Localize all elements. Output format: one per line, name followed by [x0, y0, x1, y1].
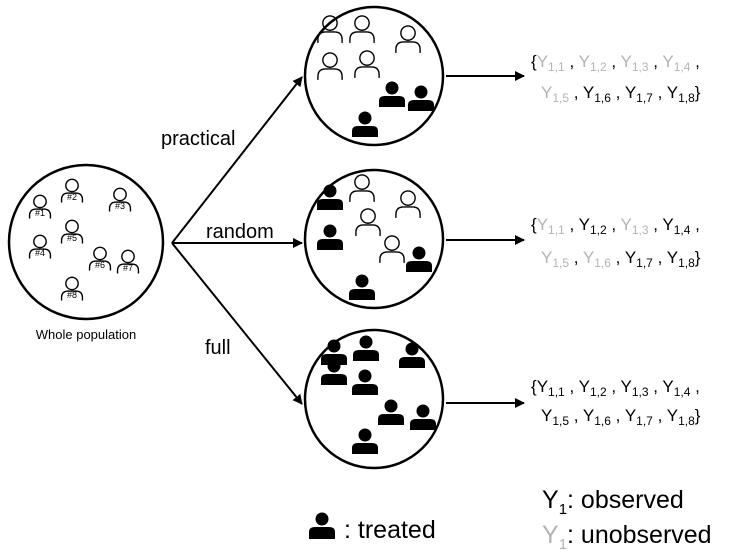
- scenario-full: [303, 328, 445, 470]
- person-filled-icon: [352, 428, 378, 454]
- person-outline-icon: [108, 187, 132, 212]
- person-tag: #7: [123, 263, 133, 273]
- person-tag: #3: [115, 201, 125, 211]
- legend: : treated Y1: observed Y1: unobserved: [309, 486, 712, 553]
- person-filled-icon: [317, 224, 343, 250]
- person-filled-icon: [321, 359, 347, 385]
- person-outline-icon: [395, 190, 421, 218]
- scenario-label-full: full: [205, 337, 231, 359]
- person-outline-icon: [317, 15, 343, 43]
- person-filled-icon: [399, 342, 425, 368]
- person-outline-icon: [60, 219, 84, 244]
- person-outline-icon: [354, 50, 380, 78]
- person-tag: #1: [35, 208, 45, 218]
- whole-population-people: #1 #2 #3 #4 #5 #6 #7 #8: [28, 178, 140, 301]
- person-filled-icon: [353, 335, 379, 361]
- person-outline-icon: [395, 25, 421, 53]
- whole-population-label: Whole population: [36, 327, 136, 342]
- branch-arrows: [171, 76, 303, 405]
- legend-observed: Y1: observed: [542, 486, 684, 518]
- arrow-full: [171, 242, 303, 405]
- outcome-line: {Y1,1 , Y1,2 , Y1,3 , Y1,4 ,: [531, 215, 700, 237]
- person-outline-icon: [60, 178, 84, 203]
- person-tag: #5: [67, 233, 77, 243]
- person-tag: #6: [95, 260, 105, 270]
- person-outline-icon: [116, 249, 140, 274]
- person-tag: #8: [67, 290, 77, 300]
- person-outline-icon: [317, 52, 343, 80]
- person-outline-icon: [28, 194, 52, 219]
- legend-treated-icon: [309, 512, 335, 539]
- outcome-line: Y1,5 , Y1,6 , Y1,7 , Y1,8}: [541, 83, 701, 105]
- person-filled-icon: [406, 246, 432, 272]
- person-filled-icon: [408, 85, 434, 111]
- person-outline-icon: [379, 235, 405, 263]
- scenario-label-practical: practical: [161, 128, 235, 150]
- person-outline-icon: [349, 15, 375, 43]
- person-filled-icon: [349, 274, 375, 300]
- whole-population-group: #1 #2 #3 #4 #5 #6 #7 #8 Whole population: [7, 163, 165, 342]
- person-filled-icon: [317, 184, 343, 210]
- scenario-circle-practical: [303, 5, 445, 147]
- scenario-random: [303, 168, 445, 310]
- outcome-line: Y1,5 , Y1,6 , Y1,7 , Y1,8}: [541, 406, 701, 428]
- person-tag: #2: [67, 192, 77, 202]
- person-outline-icon: [349, 174, 375, 202]
- scenario-circle-full: [303, 328, 445, 470]
- person-filled-icon: [410, 404, 436, 430]
- legend-unobserved: Y1: unobserved: [542, 521, 712, 553]
- person-filled-icon: [352, 369, 378, 395]
- legend-treated-label: : treated: [344, 516, 436, 544]
- outcome-arrows: [446, 71, 525, 408]
- person-filled-icon: [352, 111, 378, 137]
- person-outline-icon: [355, 208, 381, 236]
- person-outline-icon: [88, 246, 112, 271]
- person-filled-icon: [379, 81, 405, 107]
- outcome-line: {Y1,1 , Y1,2 , Y1,3 , Y1,4 ,: [531, 377, 700, 399]
- whole-population-circle: [7, 163, 165, 321]
- person-filled-icon: [378, 399, 404, 425]
- outcome-set-full: {Y1,1 , Y1,2 , Y1,3 , Y1,4 , Y1,5 , Y1,6 …: [531, 377, 701, 428]
- scenario-circle-random: [303, 168, 445, 310]
- outcome-set-random: {Y1,1 , Y1,2 , Y1,3 , Y1,4 , Y1,5 , Y1,6 …: [531, 215, 701, 270]
- outcome-line: Y1,5 , Y1,6 , Y1,7 , Y1,8}: [541, 248, 701, 270]
- arrow-practical: [171, 76, 303, 244]
- scenario-label-random: random: [206, 221, 274, 243]
- scenario-practical: [303, 5, 445, 147]
- person-outline-icon: [28, 234, 52, 259]
- person-tag: #4: [35, 248, 45, 258]
- outcome-line: {Y1,1 , Y1,2 , Y1,3 , Y1,4 ,: [531, 52, 700, 74]
- person-outline-icon: [60, 276, 84, 301]
- outcome-set-practical: {Y1,1 , Y1,2 , Y1,3 , Y1,4 , Y1,5 , Y1,6 …: [531, 52, 701, 105]
